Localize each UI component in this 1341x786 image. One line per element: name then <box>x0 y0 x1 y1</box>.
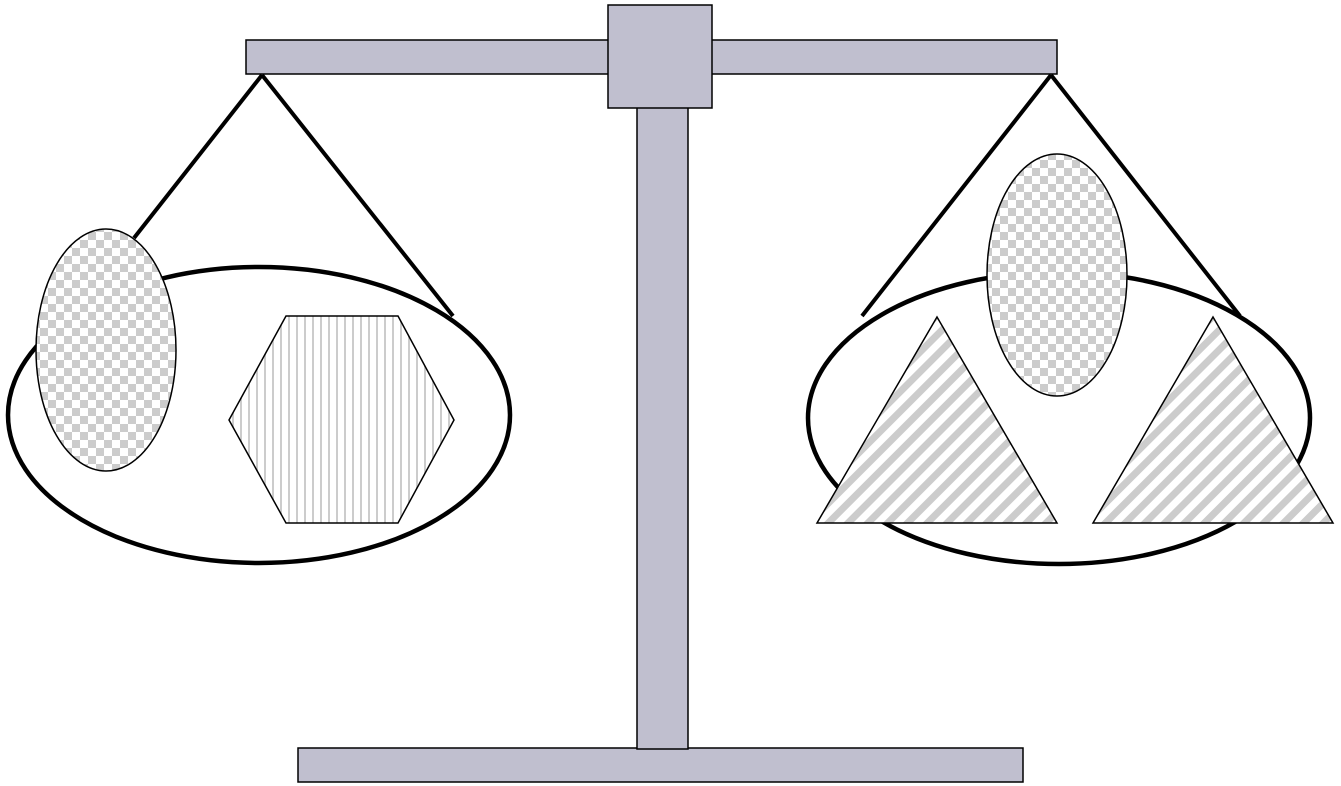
right-pan-checkered-ellipse <box>987 154 1127 396</box>
left-pan-checkered-ellipse <box>36 229 176 471</box>
left-pan-chain-left <box>134 75 262 238</box>
left-pan-group <box>8 75 510 563</box>
scale-base <box>298 748 1023 782</box>
right-pan-group <box>808 75 1333 564</box>
scale-post <box>637 105 688 749</box>
scale-pivot-block <box>608 5 712 108</box>
